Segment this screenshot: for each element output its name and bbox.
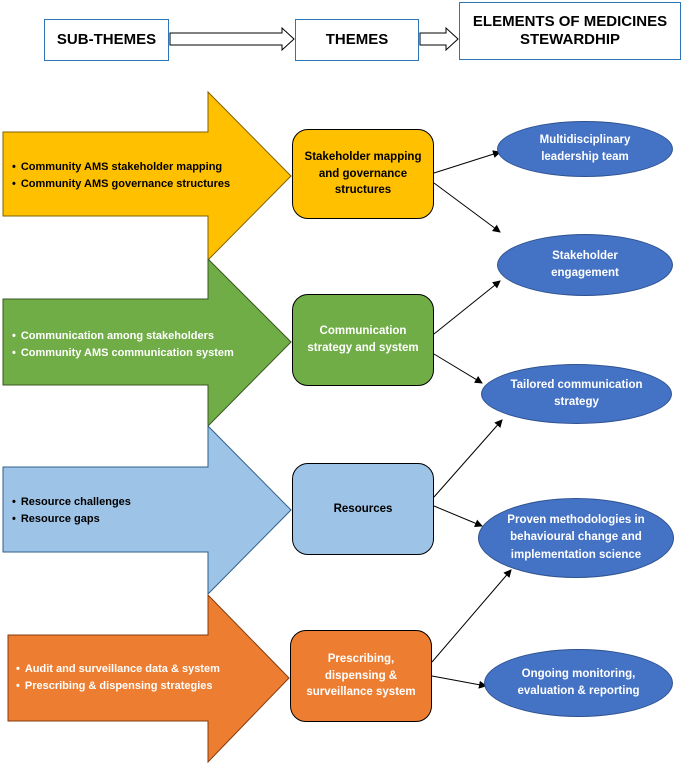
subtheme-list-3: Resource challenges Resource gaps bbox=[12, 494, 131, 528]
element-stakeholder-engagement: Stakeholder engagement bbox=[497, 234, 673, 296]
theme-box-stakeholder-mapping: Stakeholder mapping and governance struc… bbox=[292, 129, 434, 219]
connector-6 bbox=[433, 505, 483, 527]
header-arrow-2 bbox=[419, 26, 459, 52]
theme-box-prescribing: Prescribing, dispensing & surveillance s… bbox=[290, 630, 432, 722]
element-tailored-communication: Tailored communication strategy bbox=[481, 364, 672, 424]
header-arrow-1 bbox=[169, 26, 295, 52]
subtheme-item: Community AMS communication system bbox=[12, 345, 234, 362]
subtheme-item: Prescribing & dispensing strategies bbox=[16, 678, 220, 695]
connector-7 bbox=[431, 569, 512, 663]
subtheme-list-4: Audit and surveillance data & system Pre… bbox=[16, 661, 220, 695]
subtheme-arrow-3 bbox=[2, 424, 292, 596]
subtheme-item: Resource challenges bbox=[12, 494, 131, 511]
subtheme-item: Audit and surveillance data & system bbox=[16, 661, 220, 678]
connector-1 bbox=[433, 150, 501, 174]
subthemes-header: SUB-THEMES bbox=[44, 19, 169, 61]
connector-8 bbox=[431, 675, 487, 689]
connector-4 bbox=[433, 353, 483, 384]
subtheme-item: Community AMS stakeholder mapping bbox=[12, 159, 230, 176]
themes-header: THEMES bbox=[295, 19, 419, 61]
element-leadership-team: Multidisciplinary leadership team bbox=[497, 121, 673, 177]
element-ongoing-monitoring: Ongoing monitoring, evaluation & reporti… bbox=[484, 649, 673, 717]
subtheme-item: Resource gaps bbox=[12, 511, 131, 528]
subtheme-item: Community AMS governance structures bbox=[12, 176, 230, 193]
theme-box-resources: Resources bbox=[292, 463, 434, 555]
subtheme-list-1: Community AMS stakeholder mapping Commun… bbox=[12, 159, 230, 193]
connector-2 bbox=[433, 182, 501, 233]
connector-3 bbox=[433, 280, 501, 335]
subtheme-item: Communication among stakeholders bbox=[12, 328, 234, 345]
connector-5 bbox=[433, 419, 503, 498]
subtheme-list-2: Communication among stakeholders Communi… bbox=[12, 328, 234, 362]
element-proven-methodologies: Proven methodologies in behavioural chan… bbox=[478, 498, 674, 578]
elements-header: ELEMENTS OF MEDICINES STEWARDHIP bbox=[459, 2, 681, 60]
theme-box-communication: Communication strategy and system bbox=[292, 294, 434, 386]
